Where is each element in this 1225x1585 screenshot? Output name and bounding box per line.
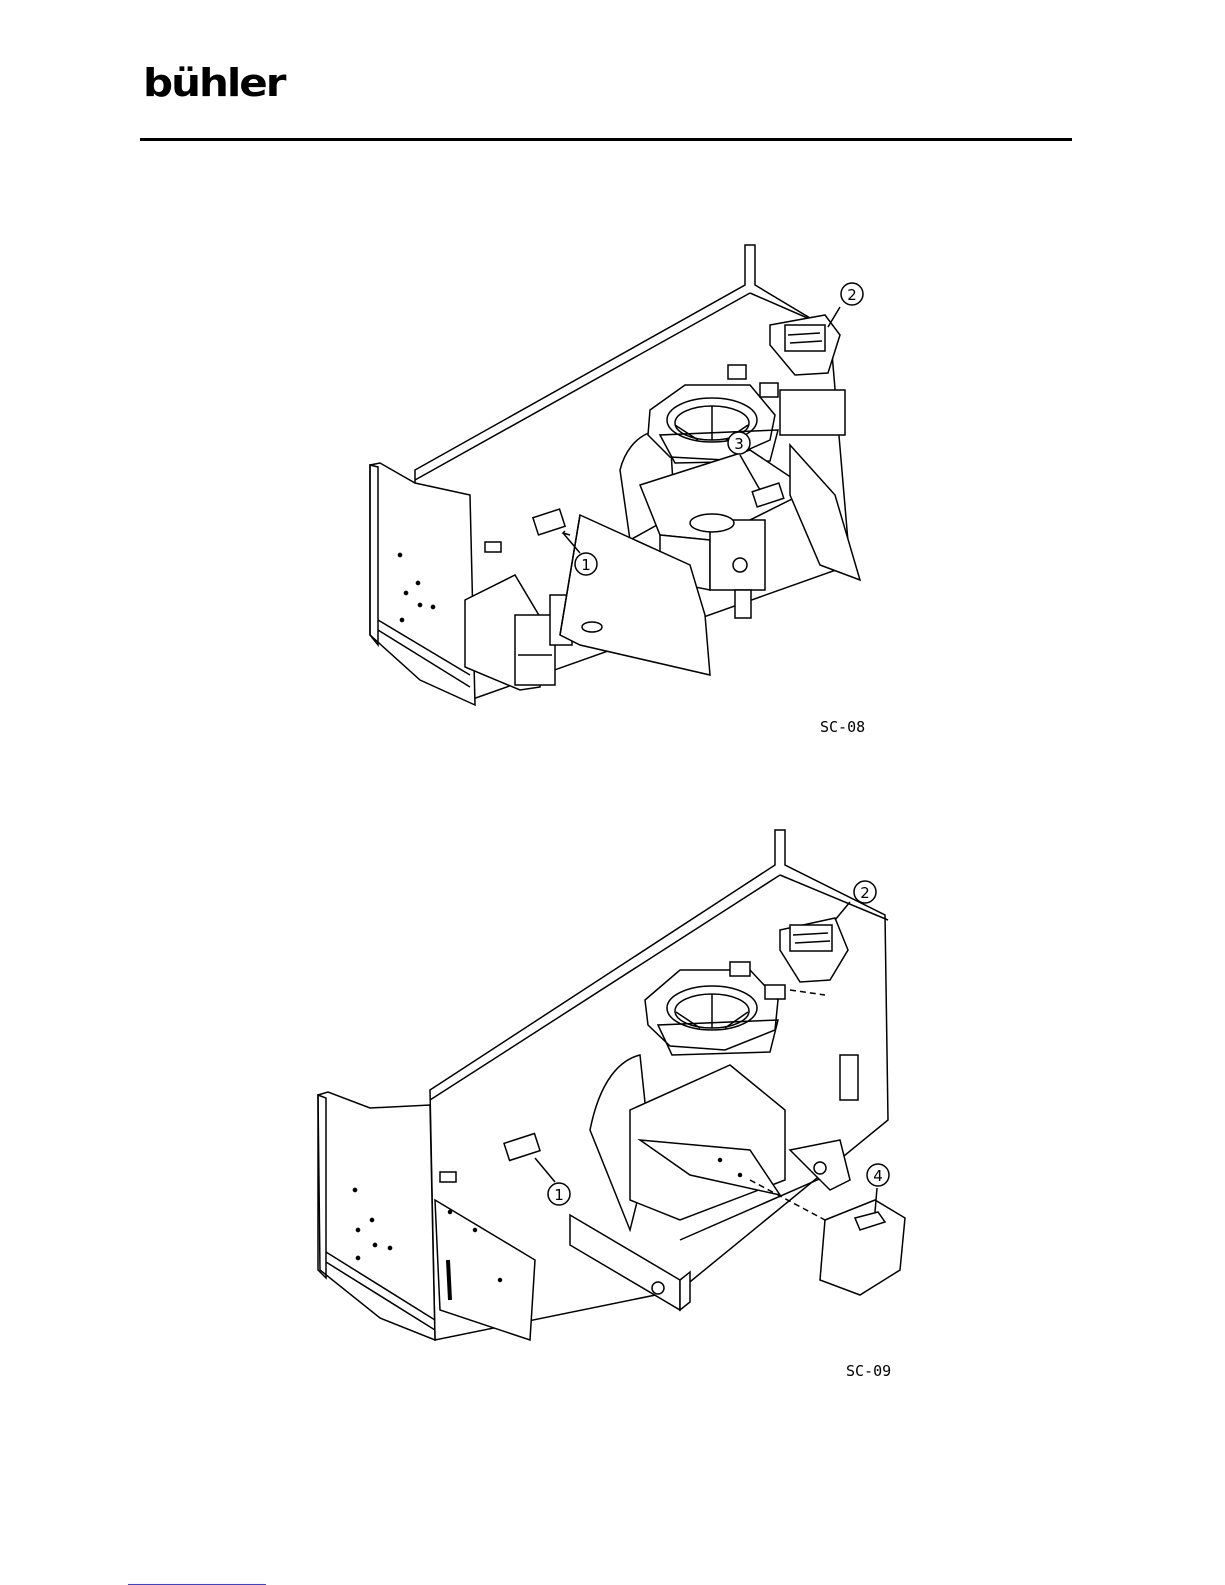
snowblower-diagram-sc08: 1 2 3	[330, 235, 890, 715]
figure-code-sc09: SC-09	[846, 1362, 891, 1380]
snowblower-diagram-sc09: 1 2 4	[300, 820, 920, 1360]
callout-1: 1	[554, 1186, 564, 1204]
buhler-logo: bühler	[143, 64, 284, 103]
callout-2: 2	[847, 286, 857, 304]
header-rule	[140, 138, 1072, 141]
callout-2: 2	[860, 884, 870, 902]
callout-1: 1	[581, 556, 591, 574]
callout-3: 3	[734, 435, 744, 453]
figure-code-sc08: SC-08	[820, 718, 865, 736]
callout-4: 4	[873, 1167, 883, 1185]
